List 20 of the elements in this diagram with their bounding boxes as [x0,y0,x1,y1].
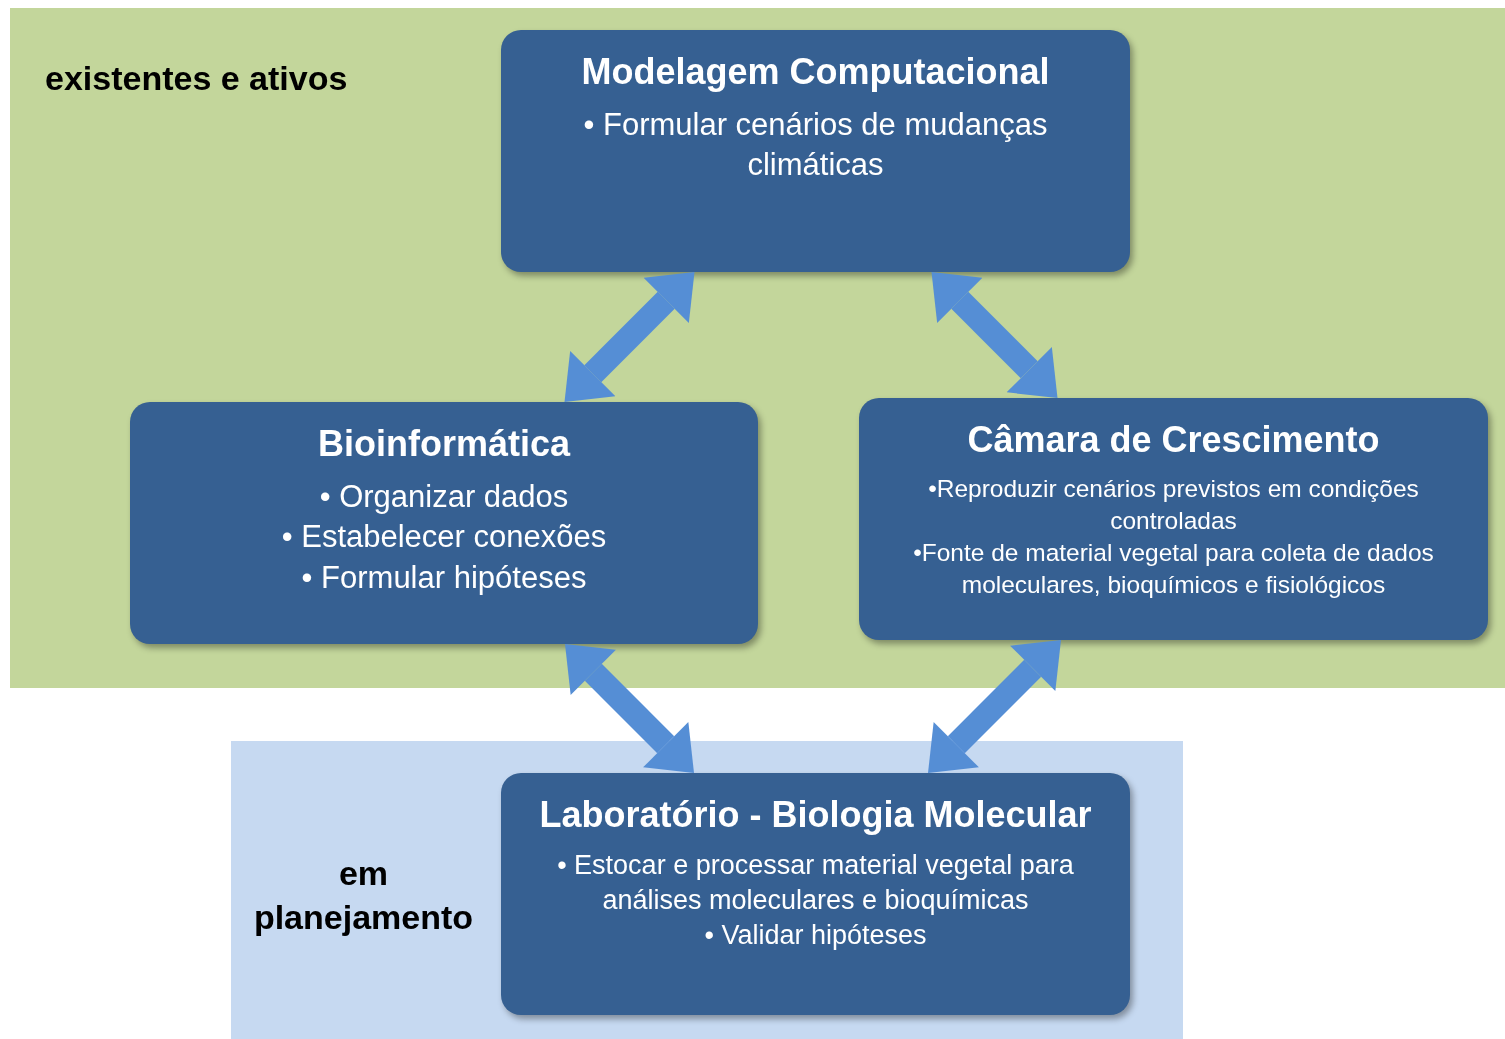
bullet-item: •Reproduzir cenários previstos em condições controladas [927,474,1420,537]
group-band [231,741,1183,1039]
group-label: em planejamento [252,853,475,939]
process-box [130,402,758,644]
process-box [859,398,1488,640]
box-title: Laboratório - Biologia Molecular [538,793,1093,837]
process-box [501,30,1130,272]
bullet-item: • Formular cenários de mudanças climáticas [582,106,1049,185]
bullet-item: • Organizar dados [318,478,570,517]
bullet-item: • Estabelecer conexões [280,518,608,557]
bullet-item: • Estocar e processar material vegetal para análises moleculares e bioquímicas [556,849,1075,918]
box-title: Modelagem Computacional [580,50,1051,94]
group-label: existentes e ativos [45,58,349,99]
bullet-item: •Fonte de material vegetal para coleta de dados moleculares, bioquímicos e fisiológicos [912,537,1435,600]
bullet-item: • Formular hipóteses [300,558,588,597]
box-title: Câmara de Crescimento [966,418,1381,462]
bullet-item: • Validar hipóteses [703,919,928,953]
group-band [10,8,1505,688]
box-title: Bioinformática [316,422,572,466]
process-box [501,773,1130,1015]
